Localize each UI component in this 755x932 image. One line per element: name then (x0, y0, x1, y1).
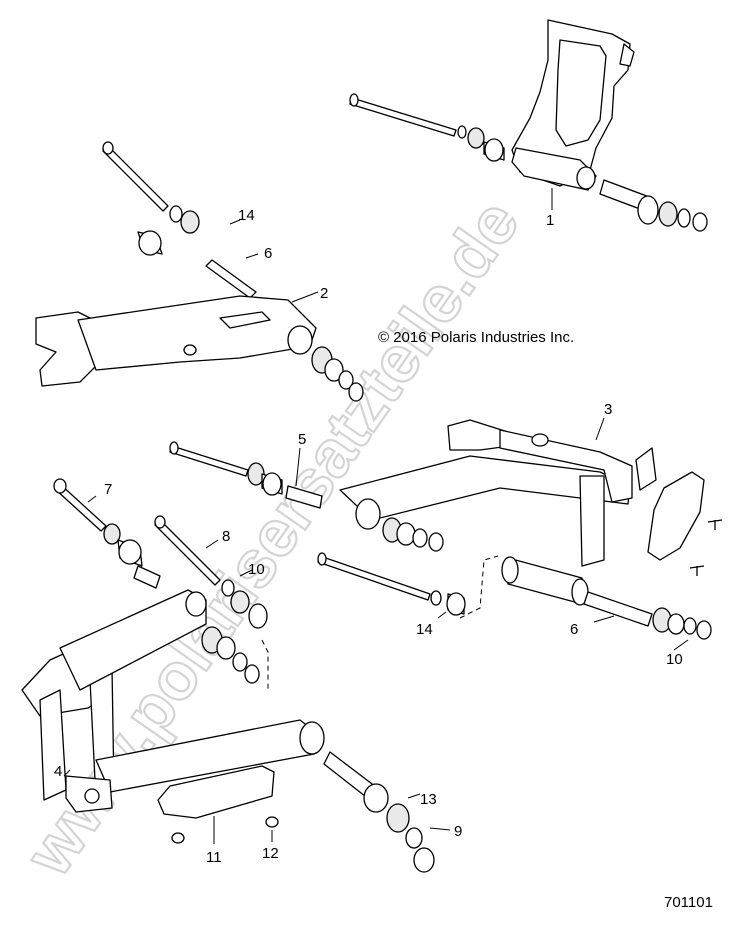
bolt-lower-left (53, 478, 161, 589)
callout-10-upper: 10 (248, 561, 265, 578)
part-3-h-frame (339, 419, 657, 567)
shaft-right (583, 591, 712, 640)
callout-14-lower: 14 (416, 621, 433, 638)
part-11-skid-plate (157, 765, 279, 844)
callout-10-lower: 10 (666, 651, 683, 668)
callout-12: 12 (262, 845, 279, 862)
washers-upper-right-right (637, 195, 708, 232)
callout-11: 11 (206, 849, 222, 866)
washers-center-lower (382, 517, 444, 552)
guard-bracket (647, 471, 723, 576)
callout-labels: 1 2 3 4 5 6 6 7 8 9 10 10 11 12 13 14 14 (54, 207, 683, 866)
drawing-number: 701101 (664, 894, 713, 911)
callout-13: 13 (420, 791, 437, 808)
bolt-upper-right (349, 93, 457, 137)
callout-8: 8 (222, 528, 230, 545)
shaft-lower (323, 751, 435, 873)
bolt-upper-left (102, 141, 257, 299)
part-2-trailing-arm (35, 295, 317, 387)
callout-3: 3 (604, 401, 612, 418)
part-1-pivot-bracket (511, 19, 635, 191)
bolt-lower-center (154, 515, 268, 629)
callout-14-upper: 14 (238, 207, 255, 224)
callout-4: 4 (54, 763, 62, 780)
callout-1: 1 (546, 212, 554, 229)
washers-upper-left (311, 346, 364, 402)
callout-9: 9 (454, 823, 462, 840)
callout-2: 2 (320, 285, 328, 302)
copyright-notice: © 2016 Polaris Industries Inc. (378, 329, 574, 346)
leader-lines (63, 188, 689, 844)
callout-6-lower: 6 (570, 621, 578, 638)
callout-6-upper: 6 (264, 245, 272, 262)
bolt-center-lower (317, 552, 499, 619)
callout-5: 5 (298, 431, 306, 448)
bolt-center-upper (169, 441, 323, 509)
bushing-center-lower (501, 556, 589, 606)
washers-upper-right-left (457, 125, 505, 162)
part-4-swing-arm (21, 589, 325, 813)
callout-7: 7 (104, 481, 112, 498)
washers-lower-center (201, 626, 269, 690)
